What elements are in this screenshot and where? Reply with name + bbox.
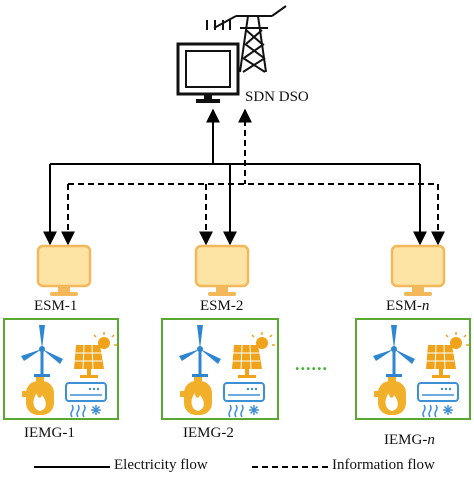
esm-n-label: ESM-n: [386, 298, 430, 314]
iemg-2-label: IEMG-2: [183, 425, 234, 441]
air-conditioner-icon: [65, 382, 107, 418]
tower-icon: [206, 5, 287, 73]
esm-2-label: ESM-2: [200, 298, 244, 314]
legend-electricity-label: Electricity flow: [114, 457, 208, 473]
electricity-flow-lines: [43, 108, 427, 246]
iemg-n-label: IEMG-n: [384, 432, 435, 448]
computer-icon: [176, 42, 240, 103]
esm-1-monitor-icon: [36, 244, 92, 296]
solar-panel-icon: [74, 332, 117, 378]
iemg-1-devices: [21, 325, 117, 418]
iemg-1-label: IEMG-1: [24, 425, 75, 441]
esm-2-monitor-icon: [194, 244, 250, 296]
boiler-icon: [22, 377, 54, 415]
dso-label: SDN DSO: [245, 89, 309, 105]
wind-turbine-icon: [21, 325, 63, 377]
information-flow-lines: [61, 108, 445, 246]
esm-n-monitor-icon: [390, 244, 446, 296]
esm-1-label: ESM-1: [34, 298, 78, 314]
legend-information-label: Information flow: [332, 457, 435, 473]
ellipsis-indicator: ......: [295, 354, 328, 374]
